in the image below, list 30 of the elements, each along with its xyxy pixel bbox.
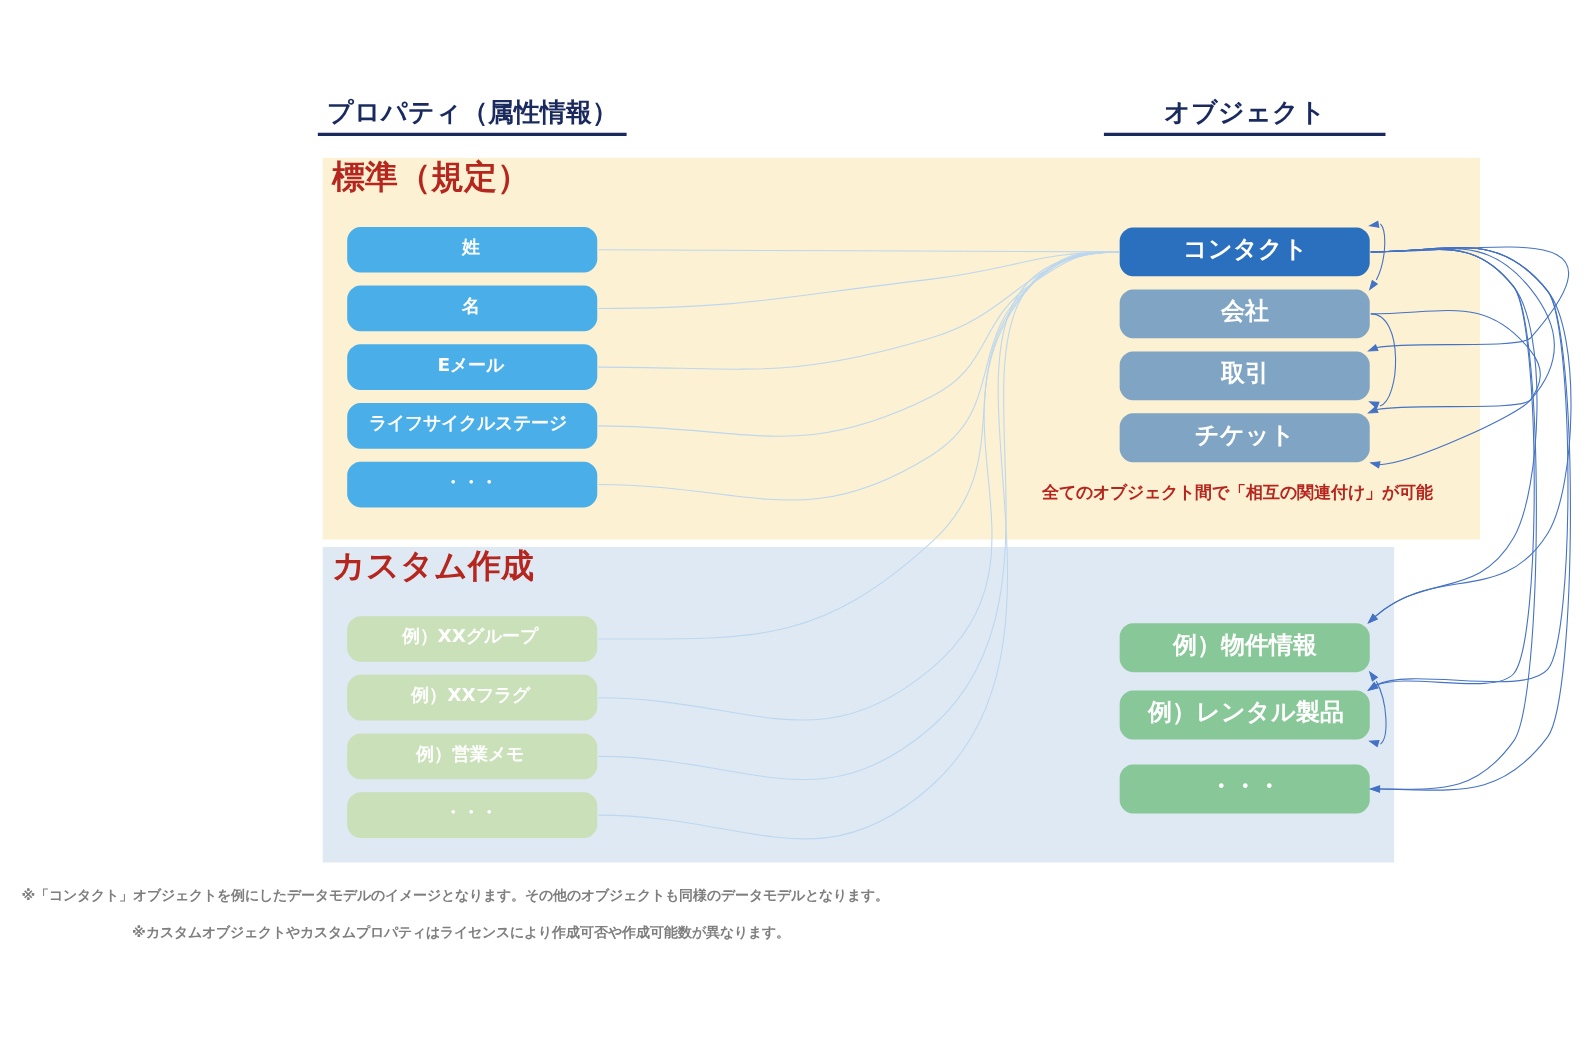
node-box: 名 (347, 285, 598, 332)
arrow (1367, 247, 1555, 414)
node-box: 例）XXフラグ (347, 674, 598, 721)
arrow (1367, 246, 1570, 352)
label: ※「コンタクト」オブジェクトを例にしたデータモデルのイメージとなります。その他のオブジェクトも同様のデータモデルとなります。 (21, 887, 890, 904)
node-box: 会社 (1119, 289, 1370, 339)
node-box: 例）XXグループ (347, 616, 598, 662)
node-box: ・・・ (347, 792, 598, 838)
arrow (1368, 313, 1397, 409)
label: ※カスタムオブジェクトやカスタムプロパティはライセンスにより作成可否や作成可能数が異なります。 (131, 924, 790, 941)
node-box: ・・・ (1119, 764, 1370, 814)
arrow (1368, 220, 1386, 291)
node-box: ライフサイクルステージ (347, 403, 598, 449)
label: プロパティ（属性情報） (326, 96, 618, 127)
label: 全てのオブジェクト間で「相互の関連付け」が可能 (1042, 482, 1434, 503)
node-box: ・・・ (347, 461, 598, 508)
node-box: 例）物件情報 (1119, 623, 1370, 673)
arrow (1369, 247, 1571, 793)
node-box: 例）営業メモ (347, 733, 598, 780)
node-box: チケット (1119, 413, 1370, 463)
node-box: コンタクト (1119, 227, 1370, 277)
node-box: 例）レンタル製品 (1119, 690, 1370, 740)
arrow (1367, 247, 1572, 624)
node-box: 姓 (347, 226, 598, 273)
arrow (1369, 309, 1541, 469)
arrow (1368, 670, 1387, 748)
label: オブジェクト (1163, 96, 1326, 127)
node-box: Eメール (347, 344, 598, 390)
arrow (1367, 247, 1569, 691)
node-box: 取引 (1119, 351, 1370, 401)
